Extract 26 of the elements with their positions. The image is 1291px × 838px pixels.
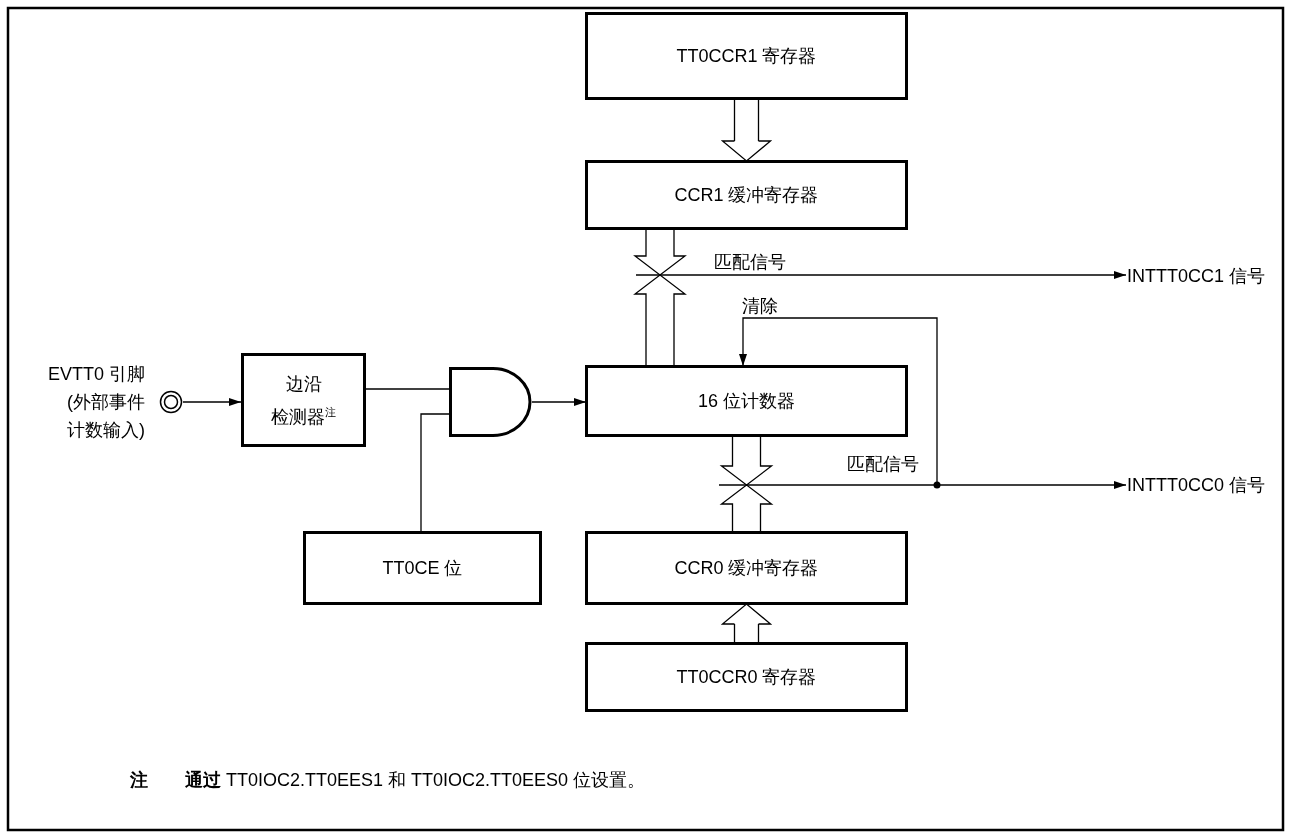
buffer-register-box: CCR0 缓冲寄存器 — [585, 531, 908, 605]
register-box: TT0CCR1 寄存器 — [585, 12, 908, 100]
buffer-register-box: CCR1 缓冲寄存器 — [585, 160, 908, 230]
signal-label: INTTT0CC1 信号 — [1127, 262, 1287, 290]
note-text: 通过 TT0IOC2.TT0EES1 和 TT0IOC2.TT0EES0 位设置。 — [185, 769, 646, 792]
arrow — [531, 398, 587, 406]
counter-box: 16 位计数器 — [585, 365, 908, 437]
edge-label: 匹配信号 — [712, 251, 788, 273]
wire — [420, 413, 451, 533]
and-gate-symbol — [449, 367, 533, 437]
register-box: TT0CCR0 寄存器 — [585, 642, 908, 712]
pin-symbol — [159, 390, 183, 414]
pin-label: EVTT0 引脚 — [47, 363, 145, 386]
arrow — [182, 398, 242, 406]
edge-label: 清除 — [740, 295, 780, 317]
edge-label: 匹配信号 — [845, 453, 921, 475]
compare-bus — [719, 435, 774, 533]
note-mark: 注 — [130, 769, 148, 792]
control-bit-box: TT0CE 位 — [303, 531, 542, 605]
edge-detector-box: 边沿检测器$^{注}$ — [241, 353, 366, 447]
wire — [364, 388, 451, 390]
pin-label: (外部事件计数输入) — [66, 391, 145, 442]
signal-arrow — [635, 271, 1127, 279]
signal-label: INTTT0CC0 信号 — [1127, 471, 1287, 499]
compare-bus — [633, 228, 687, 367]
signal-arrow — [718, 481, 1127, 489]
